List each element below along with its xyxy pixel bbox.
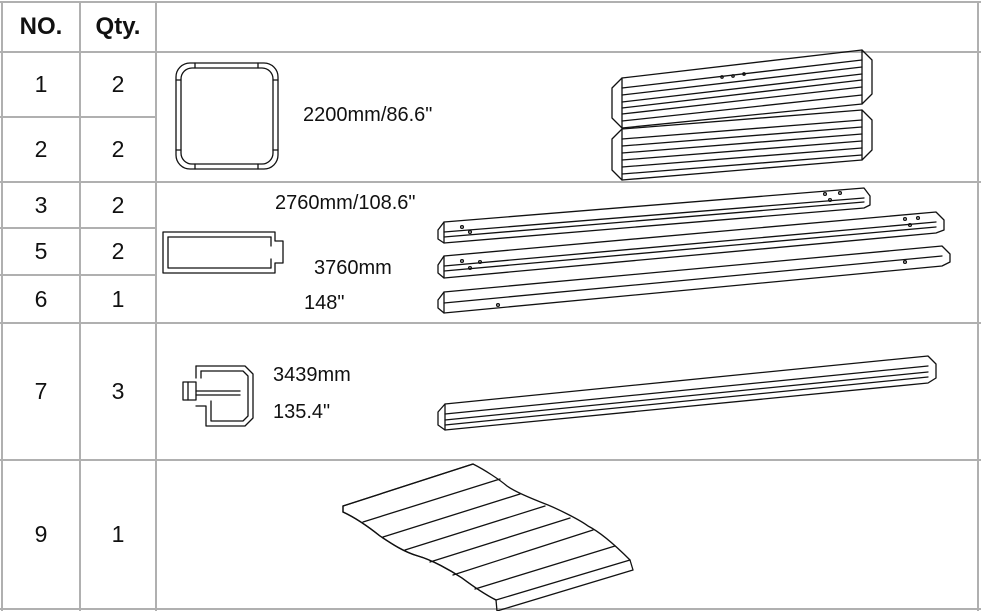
gutter-length-mm-label: 3439mm: [273, 364, 351, 386]
gutter-length-in-label: 135.4": [273, 401, 331, 423]
beam-profile-drawing: [162, 231, 284, 274]
row-no: 9: [34, 521, 48, 547]
gutter-profile-drawing: [182, 365, 254, 427]
row-no: 7: [34, 378, 48, 404]
post-profile-drawing: [175, 62, 279, 170]
beam-long-length-mm-label: 3760mm: [314, 257, 392, 279]
row-no: 2: [34, 136, 48, 162]
row-qty: 1: [111, 285, 125, 312]
row-no: 3: [34, 191, 48, 218]
row-qty: 2: [111, 71, 125, 97]
row-qty: 2: [111, 238, 125, 264]
beam-drawing: [437, 187, 871, 244]
header-qty: Qty.: [95, 13, 141, 40]
row-no: 6: [34, 285, 48, 312]
beam-drawing: [437, 245, 951, 314]
posts-length-label: 2200mm/86.6": [303, 104, 433, 126]
beam-drawing: [437, 211, 945, 279]
row-qty: 3: [111, 378, 125, 404]
post-drawing: [611, 49, 873, 129]
beam-short-length-label: 2760mm/108.6": [275, 192, 416, 214]
beam-long-length-in-label: 148": [304, 292, 345, 314]
gutter-drawing: [437, 355, 937, 431]
row-no: 5: [34, 238, 48, 264]
roof-panel-drawing: [342, 463, 634, 611]
post-drawing: [611, 109, 873, 181]
row-qty: 2: [111, 191, 125, 218]
row-qty: 2: [111, 136, 125, 162]
header-no: NO.: [19, 13, 63, 40]
row-no: 1: [34, 71, 48, 97]
row-qty: 1: [111, 521, 125, 547]
